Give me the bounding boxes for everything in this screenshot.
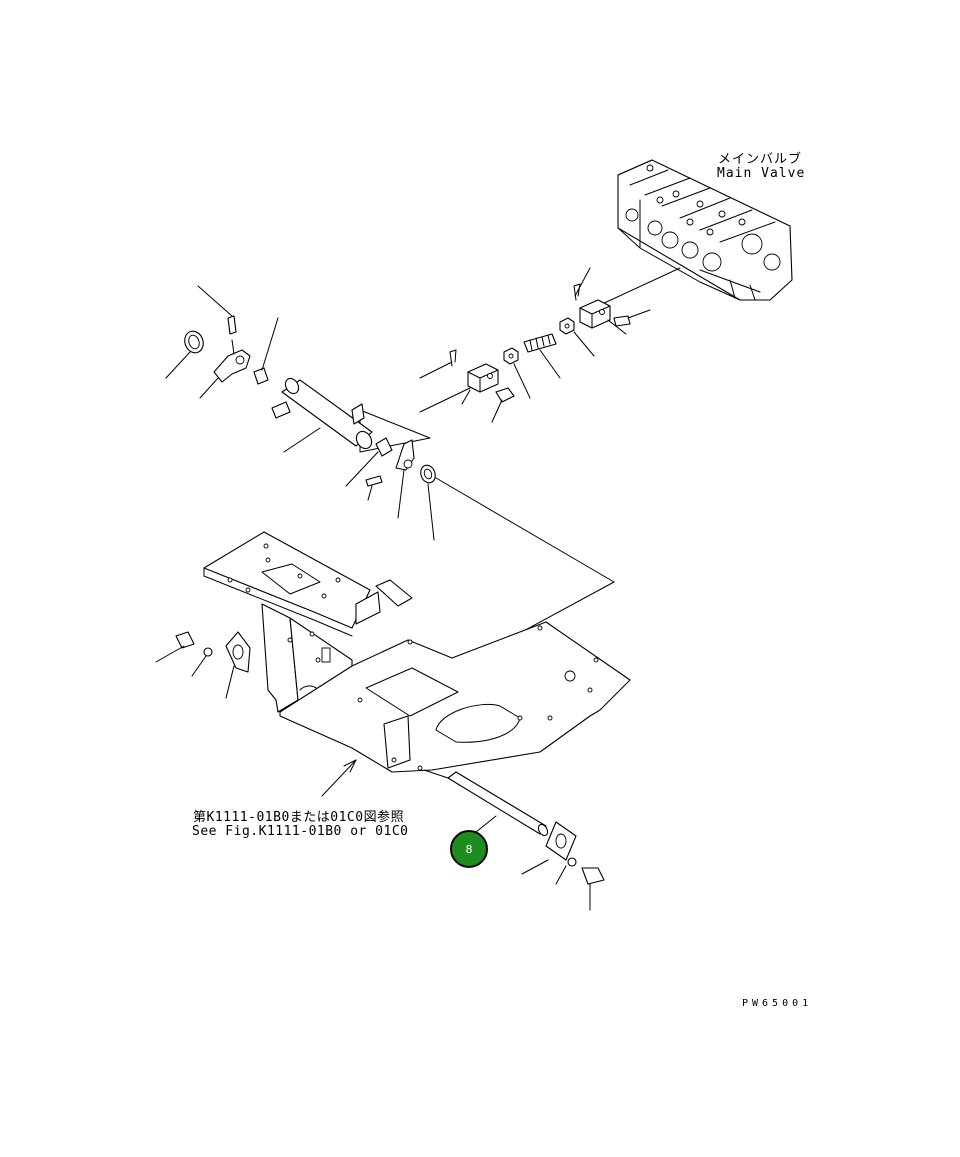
reference-note-jp: 第K1111-01B0または01C0図参照 <box>193 810 405 825</box>
main-valve-label-jp: メインバルブ <box>718 152 803 167</box>
reference-note-en: See Fig.K1111-01B0 or 01C0 <box>192 824 409 839</box>
lever-arm <box>199 339 251 399</box>
main-valve <box>617 159 793 301</box>
rod-end <box>523 333 561 379</box>
cross-shaft <box>423 769 549 841</box>
callout-number: 8 <box>465 842 473 856</box>
drawing-code: PW65001 <box>742 998 813 1009</box>
shaft-tube <box>271 377 373 453</box>
lower-clevis <box>467 363 499 393</box>
left-bearing <box>225 631 251 699</box>
pedal-frame <box>203 531 631 773</box>
valve-clevis <box>579 299 611 329</box>
part-callout-8[interactable]: 8 <box>450 830 488 868</box>
main-valve-label-en: Main Valve <box>717 166 806 181</box>
right-bearing <box>521 821 577 875</box>
